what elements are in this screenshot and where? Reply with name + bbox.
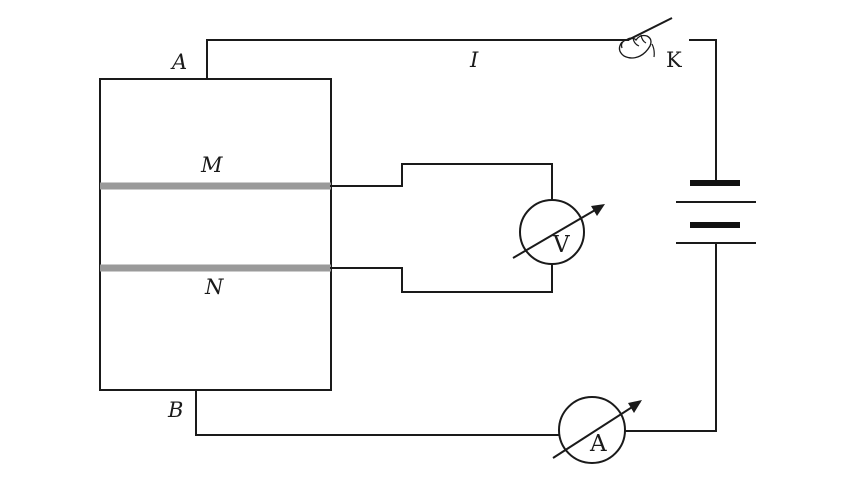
right-wire-upper <box>689 39 717 183</box>
bottom-wire <box>195 390 561 436</box>
ammeter-icon <box>552 396 642 464</box>
label-ammeter: A <box>589 431 607 457</box>
knife-switch-hand-icon <box>618 17 673 59</box>
label-probe-m: M <box>200 153 223 177</box>
voltmeter-wire-bottom <box>330 262 553 293</box>
top-wire <box>206 39 629 80</box>
right-wire-lower <box>625 244 717 432</box>
label-current: I <box>469 48 479 72</box>
label-voltmeter: V <box>552 232 570 258</box>
label-point-b: B <box>167 398 183 422</box>
conductor-plate <box>99 78 332 391</box>
battery-icon <box>676 180 756 244</box>
label-point-a: A <box>170 50 187 74</box>
voltmeter-wire-top <box>330 163 553 202</box>
label-probe-n: N <box>204 275 224 299</box>
label-switch-k: K <box>666 48 682 72</box>
voltmeter-icon <box>512 199 605 265</box>
